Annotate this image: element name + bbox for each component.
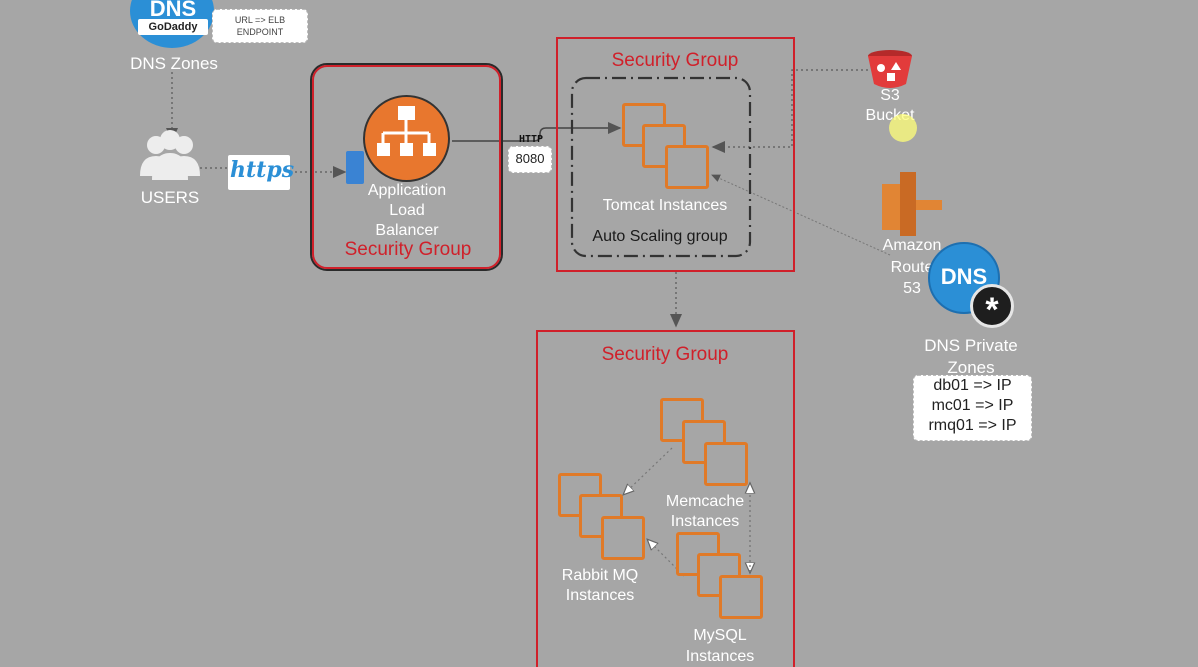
auto-scaling-group-frame — [570, 76, 752, 258]
https-certificate-icon: https — [228, 155, 294, 190]
load-balancer-icon — [363, 95, 450, 182]
app-security-group-frame — [556, 37, 795, 272]
rabbitmq-label-line2: Instances — [565, 587, 635, 604]
route53-label-line1: Amazon — [882, 237, 942, 254]
alb-label-line2: Load — [389, 202, 425, 219]
port-badge: 8080 — [508, 146, 552, 173]
wildcard-icon: * — [970, 284, 1014, 329]
http-tag: HTTP — [518, 134, 544, 145]
s3-to-tomcat-connector — [711, 69, 868, 153]
users-label: USERS — [140, 188, 200, 207]
rabbitmq-label-line1: Rabbit MQ — [561, 567, 639, 584]
record-db01: db01 => IP — [933, 377, 1012, 394]
cursor-highlight — [889, 114, 917, 142]
private-zone-records: db01 => IP mc01 => IP rmq01 => IP — [913, 375, 1032, 441]
mysql-label-line1: MySQL — [693, 627, 747, 644]
backend-security-group-frame — [536, 330, 795, 667]
memcache-to-rabbit-connector — [624, 447, 673, 494]
alb-label-line1: Application — [367, 182, 447, 199]
dns-logo-text: DNS — [149, 0, 197, 21]
route53-label-line2: Route — [890, 259, 934, 276]
route53-label-line3: 53 — [903, 280, 921, 297]
alb-security-group-frame — [310, 63, 503, 271]
private-zones-label-line2: Zones — [947, 358, 995, 377]
godaddy-logo: GoDaddy — [138, 19, 208, 35]
certificate-icon — [346, 151, 364, 184]
dns-zones-icon: DNS GoDaddy — [130, 0, 214, 48]
private-dns-icon: DNS — [928, 242, 1000, 314]
alb-security-group-title: Security Group — [344, 239, 472, 260]
memcache-label-line1: Memcache — [665, 493, 745, 510]
auto-scaling-group-label: Auto Scaling group — [592, 228, 728, 245]
alb-to-tomcat-connector — [452, 122, 622, 142]
route53-to-tomcat-connector — [711, 174, 891, 256]
rabbitmq-instance-icon-3 — [601, 516, 645, 560]
elb-endpoint-note: URL => ELB ENDPOINT — [212, 9, 308, 43]
app-security-group-title: Security Group — [611, 50, 739, 71]
s3-label-line1: S3 — [880, 87, 900, 104]
backend-security-group-title: Security Group — [601, 344, 729, 365]
record-mc01: mc01 => IP — [931, 397, 1014, 414]
mysql-label-line2: Instances — [685, 648, 755, 665]
record-rmq01: rmq01 => IP — [928, 417, 1017, 434]
tomcat-instances-label: Tomcat Instances — [602, 197, 728, 214]
port-text: 8080 — [515, 151, 545, 166]
mysql-instance-icon-3 — [719, 575, 763, 619]
mysql-to-rabbit-connector — [648, 540, 685, 577]
elb-endpoint-note-text: URL => ELB ENDPOINT — [234, 15, 286, 37]
tomcat-instance-icon-3 — [665, 145, 709, 189]
private-dns-logo-text: DNS — [940, 264, 988, 289]
alb-label-line3: Balancer — [375, 222, 439, 239]
memcache-label-line2: Instances — [670, 513, 740, 530]
dns-zones-label: DNS Zones — [130, 54, 218, 73]
https-badge-text: https — [230, 157, 295, 183]
private-zones-label-line1: DNS Private — [924, 336, 1018, 355]
memcache-instance-icon-3 — [704, 442, 748, 486]
